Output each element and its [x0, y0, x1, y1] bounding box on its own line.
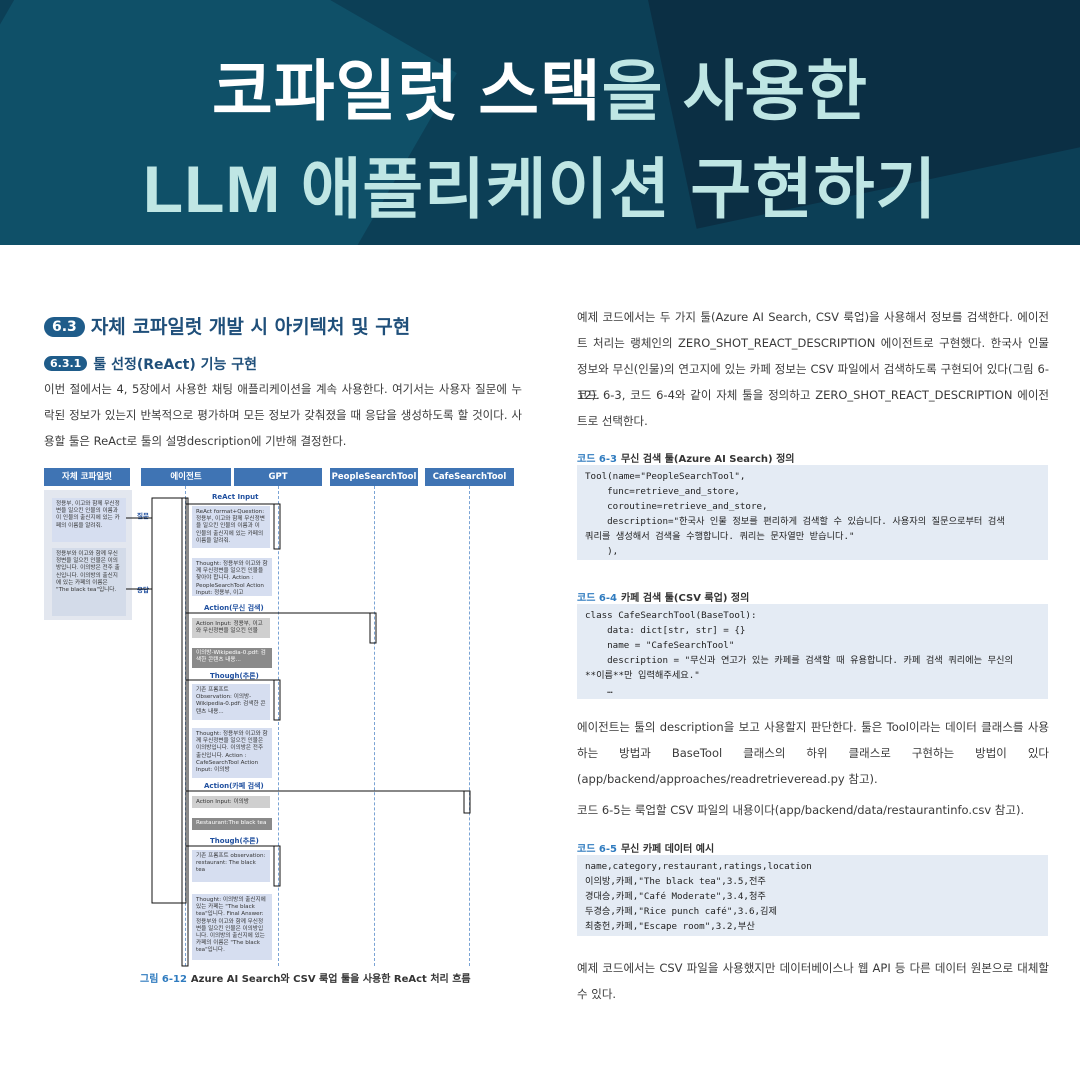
code-block-6-4: class CafeSearchTool(BaseTool): data: di…: [577, 604, 1048, 699]
lane-line-gpt: [278, 486, 279, 966]
right-paragraph-1: 예제 코드에서는 두 가지 툴(Azure AI Search, CSV 룩업)…: [577, 310, 1049, 402]
action-input2-box: Action Input: 이의방: [192, 796, 270, 808]
lane-line-peoplesearch: [374, 486, 375, 966]
observation2-box: Restaurant:The black tea: [192, 818, 272, 830]
right-paragraph-4: 코드 6-5는 룩업할 CSV 파일의 내용이다(app/backend/dat…: [577, 803, 1025, 817]
right-paragraph-2: 코드 6-3, 코드 6-4와 같이 자체 툴을 정의하고 ZERO_SHOT_…: [577, 388, 1049, 428]
observation1-box: 이의방-Wikipedia-0.pdf: 검색한 콘텐츠 내용...: [192, 648, 272, 668]
banner-title-line1: 코파일럿 스택을 사용한: [212, 54, 868, 128]
box-observation1: 기존 프롬프트 Observation: 이의방-Wikipedia-0.pdf…: [192, 684, 270, 720]
intro-paragraph: 이번 절에서는 4, 5장에서 사용한 채팅 애플리케이션을 계속 사용한다. …: [44, 382, 522, 448]
section-badge: 6.3: [44, 317, 85, 337]
lane-header-copilot: 자체 코파일럿: [44, 468, 130, 486]
box-observation2: 기존 프롬프트 observation: restaurant: The bla…: [192, 850, 270, 882]
react-input-label: ReAct Input: [212, 493, 259, 501]
action1-label: Action(무신 검색): [204, 604, 264, 612]
though1-label: Though(추론): [210, 672, 259, 680]
lane-line-cafesearch: [469, 486, 470, 966]
though2-label: Though(추론): [210, 837, 259, 845]
code-block-6-5: name,category,restaurant,ratings,locatio…: [577, 855, 1048, 936]
subsection-badge: 6.3.1: [44, 356, 88, 371]
question-label: 질문: [137, 512, 149, 520]
lane-header-agent: 에이전트: [141, 468, 231, 486]
thought2-box: Thought: 정용부와 이고와 함께 무신정변을 일으킨 인물은 이의방입니…: [192, 728, 272, 778]
right-paragraph-5: 예제 코드에서는 CSV 파일을 사용했지만 데이터베이스나 웹 API 등 다…: [577, 961, 1049, 1001]
lane-header-peoplesearch: PeopleSearchTool: [330, 468, 418, 486]
action-input1-box: Action Input: 정용부, 이고와 무신정변을 일으킨 인물: [192, 618, 270, 638]
title-banner: 코파일럿 스택을 사용한 LLM 애플리케이션 구현하기: [0, 0, 1080, 245]
banner-title-line2: LLM 애플리케이션 구현하기: [142, 152, 938, 226]
final-thought-box: Thought: 이의방의 출신지에 있는 카페는 "The black tea…: [192, 894, 272, 960]
action2-label: Action(카페 검색): [204, 782, 264, 790]
answer-label: 응답: [137, 586, 149, 594]
code-block-6-3: Tool(name="PeopleSearchTool", func=retri…: [577, 465, 1048, 560]
thought1-box: Thought: 정용부와 이고와 함께 무신정변을 일으킨 인물을 찾아야 합…: [192, 558, 272, 596]
lane-header-cafesearch: CafeSearchTool: [425, 468, 514, 486]
react-input-box: ReAct format+Question: 정용부, 이고와 함께 무신정변을…: [192, 506, 270, 548]
diagram-arrows: [126, 497, 471, 967]
right-paragraph-3: 에이전트는 툴의 description을 보고 사용할지 판단한다. 툴은 T…: [577, 720, 1049, 786]
lane-header-gpt: GPT: [234, 468, 322, 486]
user-answer-box: 정용부와 이고와 함께 무신정변을 일으킨 인물은 이의방입니다. 이의방은 전…: [52, 548, 126, 616]
user-question-box: 정용부, 이고와 함께 무신정변을 일으킨 인물의 이름과 이 인물의 출신지에…: [52, 498, 126, 542]
react-flow-diagram: 자체 코파일럿 에이전트 GPT PeopleSearchTool CafeSe…: [44, 468, 522, 968]
